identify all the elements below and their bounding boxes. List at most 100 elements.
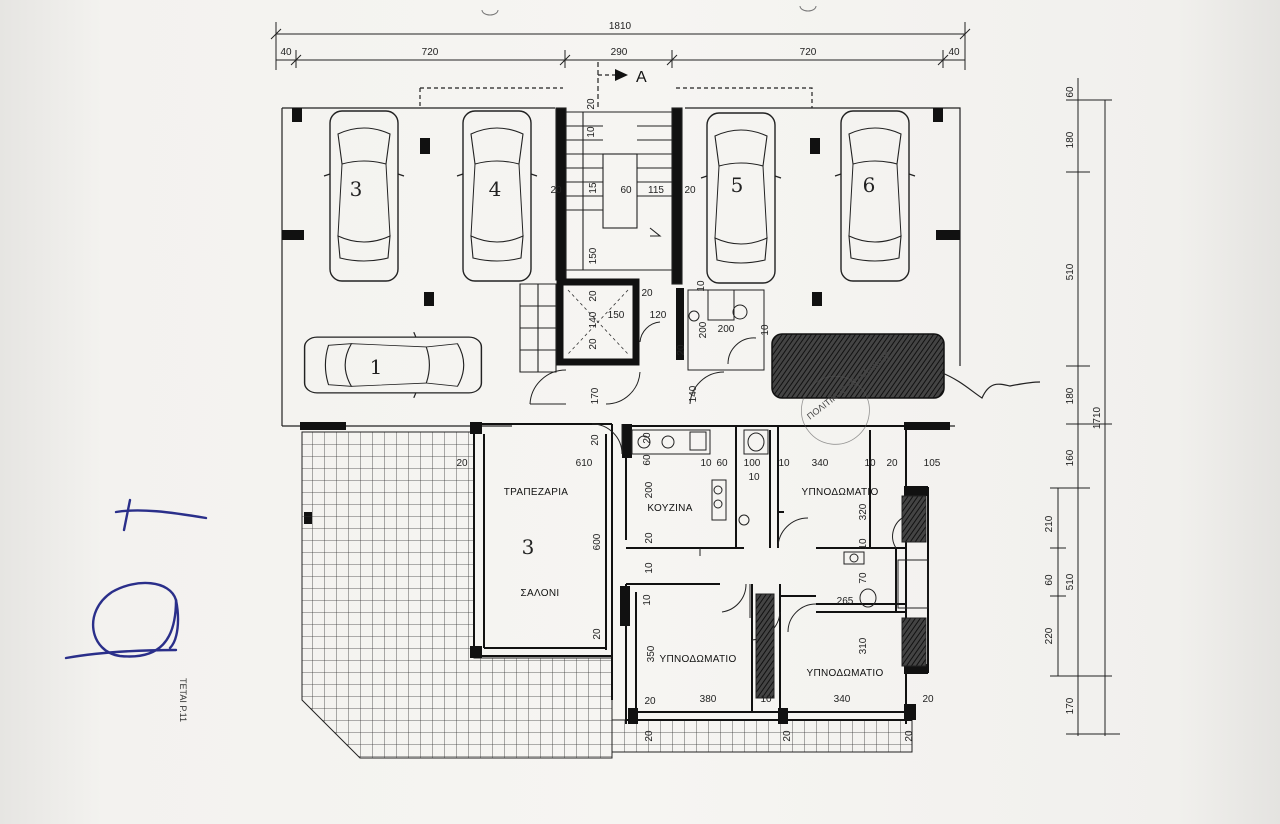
- parking-number-3: 3: [350, 177, 363, 201]
- section-marker-label: A: [636, 69, 647, 86]
- section-marker: [597, 62, 628, 110]
- svg-text:340: 340: [834, 694, 851, 705]
- bathroom-fixtures: [738, 429, 929, 699]
- svg-text:200: 200: [698, 321, 709, 338]
- svg-text:120: 120: [650, 310, 667, 321]
- parked-car-1: [303, 331, 483, 399]
- punch-marks: [481, 5, 817, 16]
- parking-number-4: 4: [489, 177, 502, 201]
- svg-text:10: 10: [700, 458, 712, 469]
- svg-text:140: 140: [688, 385, 699, 402]
- svg-text:20: 20: [644, 532, 655, 544]
- svg-text:350: 350: [646, 645, 657, 662]
- lift-shaft: [556, 278, 684, 366]
- room-label-bedroom-1: ΥΠΝΟΔΩΜΑΤΙΟ: [801, 487, 878, 498]
- svg-text:10: 10: [644, 562, 655, 574]
- svg-text:100: 100: [744, 458, 761, 469]
- apartment-doors: [591, 423, 907, 641]
- right-dim-3: 510: [1065, 263, 1076, 280]
- right-dim-4: 180: [1065, 387, 1076, 404]
- right-dim-5: 160: [1065, 449, 1076, 466]
- svg-text:20: 20: [550, 185, 562, 196]
- core-doors: [529, 289, 765, 405]
- svg-text:140: 140: [588, 311, 599, 328]
- apartment-number: 3: [522, 535, 535, 559]
- svg-text:20: 20: [586, 98, 597, 110]
- svg-text:10: 10: [864, 458, 876, 469]
- right-inner-dim-2: 60: [1044, 574, 1055, 586]
- room-label-kitchen: ΚΟΥΖΙΝΑ: [647, 503, 692, 514]
- right-dim-1: 60: [1065, 86, 1076, 98]
- room-label-dining: ΤΡΑΠΕΖΑΡΙΑ: [504, 487, 569, 498]
- right-dim-6: 510: [1065, 573, 1076, 590]
- right-dim-2: 180: [1065, 131, 1076, 148]
- top-dim-5: 40: [948, 47, 960, 58]
- svg-text:600: 600: [592, 533, 603, 550]
- svg-text:340: 340: [812, 458, 829, 469]
- right-inner-dim-3: 220: [1044, 627, 1055, 644]
- top-dim-4: 720: [800, 47, 817, 58]
- room-label-living: ΣΑΛΟΝΙ: [521, 588, 560, 599]
- svg-text:170: 170: [590, 387, 601, 404]
- svg-text:10: 10: [778, 458, 790, 469]
- apartment-walls: [473, 423, 929, 724]
- kitchen-fixtures: [631, 429, 727, 521]
- room-label-bedroom-2: ΥΠΝΟΔΩΜΑΤΙΟ: [659, 654, 736, 665]
- svg-text:15: 15: [588, 182, 599, 194]
- parked-car-5: [700, 112, 782, 284]
- svg-text:10: 10: [586, 126, 597, 138]
- svg-text:20: 20: [886, 458, 898, 469]
- svg-text:10: 10: [748, 472, 760, 483]
- svg-text:115: 115: [648, 185, 664, 196]
- svg-text:20: 20: [590, 434, 601, 446]
- room-label-bedroom-3: ΥΠΝΟΔΩΜΑΤΙΟ: [806, 668, 883, 679]
- svg-text:20: 20: [922, 694, 934, 705]
- svg-text:265: 265: [837, 596, 854, 607]
- terrace-tiling: [301, 431, 613, 759]
- right-dim-7: 170: [1065, 697, 1076, 714]
- right-dimension-chain: [1050, 78, 1120, 736]
- svg-text:20: 20: [644, 730, 655, 742]
- top-dim-2: 720: [422, 47, 439, 58]
- svg-text:105: 105: [924, 458, 941, 469]
- svg-text:150: 150: [588, 247, 599, 264]
- svg-text:20: 20: [642, 432, 653, 444]
- top-dim-3: 290: [611, 47, 628, 58]
- parking-number-5: 5: [731, 173, 744, 197]
- svg-text:310: 310: [858, 637, 869, 654]
- total-height-label: 1710: [1092, 406, 1103, 429]
- svg-text:10: 10: [760, 694, 772, 705]
- svg-text:20: 20: [782, 730, 793, 742]
- parking-number-6: 6: [863, 173, 876, 197]
- svg-text:10: 10: [642, 594, 653, 606]
- svg-text:380: 380: [700, 694, 717, 705]
- total-width-label: 1810: [609, 21, 632, 32]
- side-note: ΤΕΤΑΙ Ρ.11: [178, 678, 188, 722]
- svg-text:610: 610: [576, 458, 593, 469]
- svg-text:20: 20: [592, 628, 603, 640]
- svg-text:20: 20: [644, 696, 656, 707]
- svg-text:200: 200: [644, 481, 655, 498]
- svg-text:10: 10: [858, 538, 869, 550]
- terrace-tiling-south: [611, 719, 913, 753]
- svg-text:320: 320: [858, 503, 869, 520]
- interior-dimension-labels: 20 10 20 15 60 115 20 150 20 20 140 150 …: [456, 98, 940, 742]
- right-inner-dim-1: 210: [1044, 515, 1055, 532]
- svg-text:10: 10: [760, 324, 771, 336]
- parked-car-3: [323, 110, 405, 282]
- svg-text:10: 10: [696, 280, 707, 292]
- svg-text:60: 60: [716, 458, 728, 469]
- svg-text:20: 20: [588, 290, 599, 302]
- parked-car-hatched: [771, 333, 1041, 399]
- svg-text:20: 20: [641, 288, 653, 299]
- svg-text:20: 20: [456, 458, 468, 469]
- svg-text:20: 20: [676, 344, 687, 356]
- svg-text:150: 150: [608, 310, 625, 321]
- handwritten-mark: [64, 498, 208, 660]
- top-dim-1: 40: [280, 47, 292, 58]
- svg-text:20: 20: [904, 730, 915, 742]
- svg-text:60: 60: [620, 185, 632, 196]
- svg-text:20: 20: [684, 185, 696, 196]
